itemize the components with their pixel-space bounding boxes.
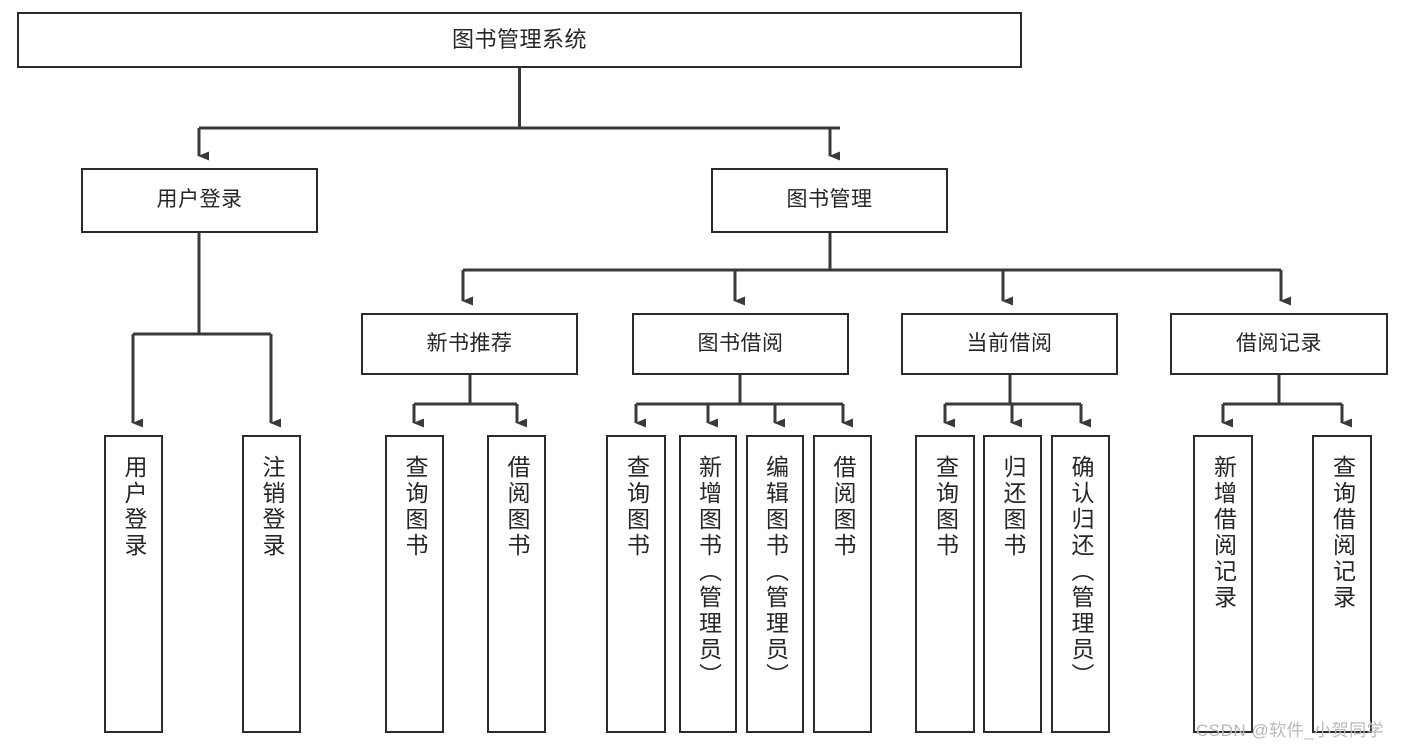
node-leaf-query-book-2[interactable]: 查询图书 xyxy=(606,435,666,733)
node-leaf-edit-book-admin[interactable]: 编辑图书（管理员） xyxy=(746,435,804,733)
node-label-leaf-query-book-2: 查询图书 xyxy=(623,455,650,559)
node-leaf-query-book-1[interactable]: 查询图书 xyxy=(385,435,444,733)
node-label-leaf-confirm-return-admin: 确认归还（管理员） xyxy=(1068,455,1094,689)
node-label-current-borrow: 当前借阅 xyxy=(966,331,1053,355)
node-label-leaf-borrow-book-2: 借阅图书 xyxy=(830,455,856,559)
node-leaf-logout[interactable]: 注销登录 xyxy=(242,435,301,733)
node-leaf-add-book-admin[interactable]: 新增图书（管理员） xyxy=(679,435,737,733)
node-book-borrow[interactable]: 图书借阅 xyxy=(632,313,849,375)
node-new-book-recommend[interactable]: 新书推荐 xyxy=(361,313,578,375)
node-leaf-query-book-3[interactable]: 查询图书 xyxy=(915,435,975,733)
node-current-borrow[interactable]: 当前借阅 xyxy=(901,313,1118,375)
node-user-login[interactable]: 用户登录 xyxy=(81,168,318,233)
node-label-leaf-borrow-book-1: 借阅图书 xyxy=(504,455,530,559)
node-leaf-query-borrow-record[interactable]: 查询借阅记录 xyxy=(1312,435,1372,733)
node-book-manage[interactable]: 图书管理 xyxy=(711,168,948,233)
csdn-watermark: CSDN @软件_小贺同学 xyxy=(1196,721,1385,740)
node-leaf-confirm-return-admin[interactable]: 确认归还（管理员） xyxy=(1051,435,1110,733)
node-label-leaf-edit-book-admin: 编辑图书（管理员） xyxy=(762,455,789,689)
node-label-leaf-query-book-3: 查询图书 xyxy=(932,455,959,559)
node-label-book-manage: 图书管理 xyxy=(786,188,873,212)
node-label-leaf-query-borrow-record: 查询借阅记录 xyxy=(1329,455,1356,611)
node-borrow-record[interactable]: 借阅记录 xyxy=(1170,313,1388,375)
node-label-leaf-add-book-admin: 新增图书（管理员） xyxy=(695,455,722,689)
node-leaf-user-login[interactable]: 用户登录 xyxy=(104,435,163,733)
node-label-leaf-logout: 注销登录 xyxy=(259,455,285,559)
node-leaf-return-book[interactable]: 归还图书 xyxy=(983,435,1042,733)
node-leaf-add-borrow-record[interactable]: 新增借阅记录 xyxy=(1193,435,1253,733)
node-label-leaf-add-borrow-record: 新增借阅记录 xyxy=(1210,455,1237,611)
node-label-new-book-recommend: 新书推荐 xyxy=(426,331,513,355)
node-label-root: 图书管理系统 xyxy=(451,27,587,53)
node-label-borrow-record: 借阅记录 xyxy=(1236,331,1322,355)
node-label-leaf-query-book-1: 查询图书 xyxy=(402,455,428,559)
node-label-user-login: 用户登录 xyxy=(156,188,243,212)
node-leaf-borrow-book-1[interactable]: 借阅图书 xyxy=(487,435,546,733)
node-leaf-borrow-book-2[interactable]: 借阅图书 xyxy=(813,435,872,733)
node-root[interactable]: 图书管理系统 xyxy=(17,12,1022,68)
node-label-leaf-user-login: 用户登录 xyxy=(121,455,147,559)
node-label-leaf-return-book: 归还图书 xyxy=(1000,455,1026,559)
node-label-book-borrow: 图书借阅 xyxy=(697,331,784,355)
